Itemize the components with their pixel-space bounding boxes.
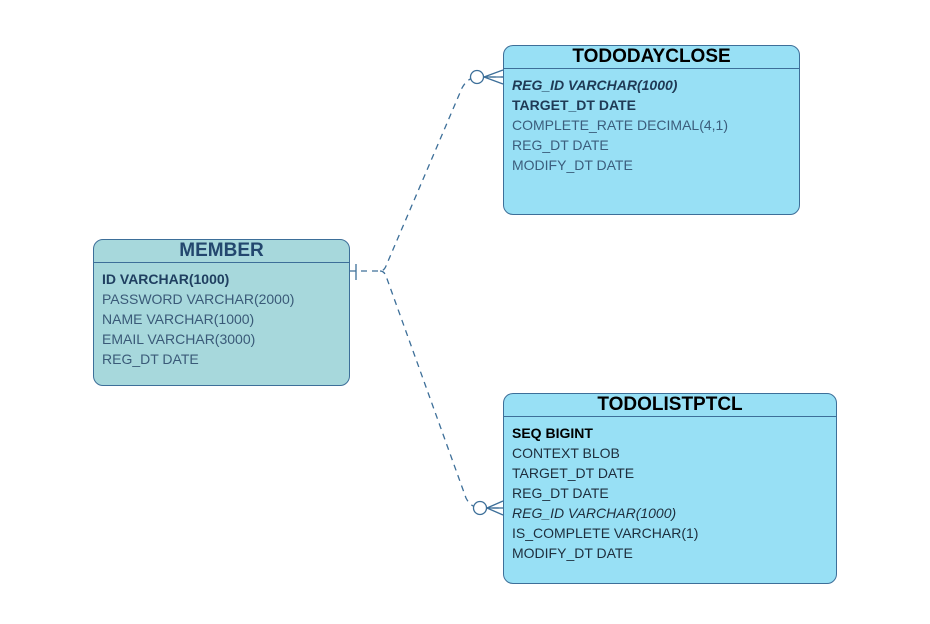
field-reg-id: REG_ID VARCHAR(1000) — [512, 77, 678, 93]
field-list: SEQ BIGINT CONTEXT BLOB TARGET_DT DATE R… — [504, 417, 836, 563]
entity-title: TODODAYCLOSE — [504, 46, 799, 69]
field-target-dt: TARGET_DT DATE — [512, 465, 635, 481]
field-list: ID VARCHAR(1000) PASSWORD VARCHAR(2000) … — [94, 263, 349, 369]
entity-title: MEMBER — [94, 240, 349, 263]
field-id: ID VARCHAR(1000) — [102, 271, 230, 287]
relationship-member-tododayclose — [350, 76, 503, 272]
field-is-complete: IS_COMPLETE VARCHAR(1) — [512, 525, 699, 541]
field-complete-rate: COMPLETE_RATE DECIMAL(4,1) — [512, 117, 729, 133]
entity-todolistptcl[interactable]: TODOLISTPTCL SEQ BIGINT CONTEXT BLOB TAR… — [503, 393, 837, 584]
field-reg-id: REG_ID VARCHAR(1000) — [512, 505, 677, 521]
field-modify-dt: MODIFY_DT DATE — [512, 157, 633, 173]
field-context: CONTEXT BLOB — [512, 445, 620, 461]
entity-title: TODOLISTPTCL — [504, 394, 836, 417]
zero-or-many-crowsfoot-tododayclose — [469, 69, 504, 85]
field-reg-dt: REG_DT DATE — [512, 137, 609, 153]
field-reg-dt: REG_DT DATE — [102, 351, 199, 367]
field-reg-dt: REG_DT DATE — [512, 485, 609, 501]
field-name: NAME VARCHAR(1000) — [102, 311, 255, 327]
entity-member[interactable]: MEMBER ID VARCHAR(1000) PASSWORD VARCHAR… — [93, 239, 350, 386]
field-target-dt: TARGET_DT DATE — [512, 97, 636, 113]
relationship-member-todolistptcl — [379, 270, 503, 509]
field-modify-dt: MODIFY_DT DATE — [512, 545, 633, 561]
zero-or-many-crowsfoot-todolistptcl — [472, 500, 504, 516]
entity-tododayclose[interactable]: TODODAYCLOSE REG_ID VARCHAR(1000) TARGET… — [503, 45, 800, 215]
field-password: PASSWORD VARCHAR(2000) — [102, 291, 295, 307]
field-seq: SEQ BIGINT — [512, 425, 593, 441]
field-list: REG_ID VARCHAR(1000) TARGET_DT DATE COMP… — [504, 69, 799, 175]
field-email: EMAIL VARCHAR(3000) — [102, 331, 256, 347]
